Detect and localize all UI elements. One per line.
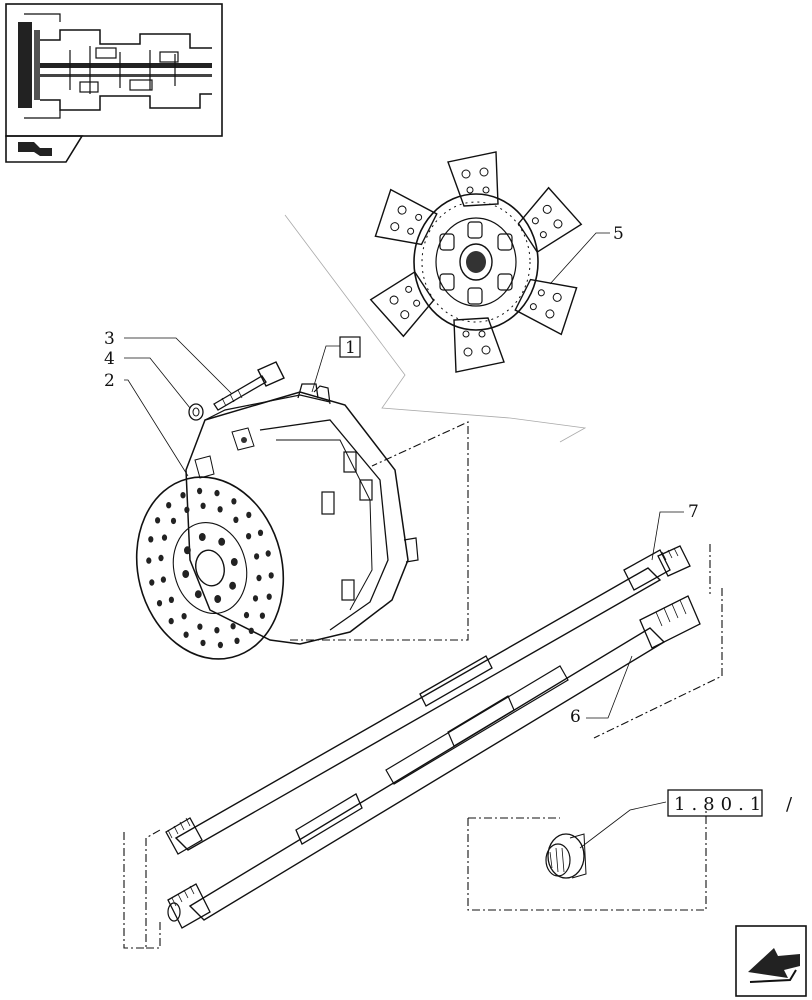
flywheel-hole — [184, 506, 190, 513]
flywheel-bolt-hole — [214, 595, 222, 603]
flywheel-hole — [268, 572, 274, 579]
flywheel-hole — [257, 529, 264, 536]
clutch-disc-part[interactable] — [367, 151, 586, 373]
callout-3: 3 — [104, 329, 115, 349]
bolt-part[interactable] — [213, 361, 285, 411]
flywheel-hole — [256, 574, 262, 582]
flywheel-bolt-hole — [182, 570, 190, 578]
flywheel-hole — [248, 627, 254, 634]
flywheel-hole — [254, 553, 260, 560]
flywheel-hole — [197, 487, 203, 495]
callout-4: 4 — [104, 349, 115, 369]
flywheel-hole — [160, 576, 166, 583]
callout-6: 6 — [570, 707, 581, 727]
flywheel-hole — [217, 506, 223, 513]
flywheel-hole — [230, 623, 236, 630]
assembly-dash-reference — [467, 808, 707, 911]
flywheel-hole — [246, 511, 252, 519]
flywheel-hole — [158, 554, 164, 562]
flywheel-hole — [166, 502, 172, 509]
assembly-dash-shafts — [123, 544, 723, 949]
flywheel-part[interactable] — [118, 461, 302, 674]
return-arrow-icon[interactable] — [18, 142, 52, 156]
transmission-section-thumbnail[interactable] — [5, 3, 223, 163]
flywheel-bolt-hole — [184, 546, 191, 555]
flywheel-hole — [149, 579, 155, 586]
flywheel-hole — [183, 631, 189, 638]
clutch-cover-part[interactable] — [185, 383, 419, 645]
flywheel-hole — [161, 534, 168, 541]
flywheel-hole — [168, 617, 174, 625]
callout-2: 2 — [104, 371, 115, 391]
callout-7: 7 — [688, 502, 699, 522]
leader-lines — [124, 232, 684, 849]
coupling-part[interactable] — [545, 833, 587, 879]
flywheel-hole — [170, 517, 177, 525]
callout-1-box: 1 — [339, 336, 361, 358]
flywheel-bolt-hole — [198, 533, 206, 541]
flywheel-hole — [259, 612, 265, 619]
flywheel-hole — [246, 533, 252, 540]
section-outline — [284, 214, 587, 443]
flywheel-hole — [234, 637, 240, 644]
flywheel-bolt-hole — [229, 581, 237, 590]
flywheel-hole — [233, 516, 239, 523]
flywheel-hole — [200, 639, 206, 647]
main-shaft-part[interactable] — [167, 595, 701, 929]
reference-code-box[interactable]: 1.80.1 / — [667, 789, 798, 817]
callout-5: 5 — [613, 224, 624, 244]
pto-shaft-part[interactable] — [165, 545, 691, 855]
flywheel-hole — [265, 550, 271, 557]
flywheel-hole — [266, 593, 272, 600]
flywheel-hole — [168, 596, 174, 603]
reference-suffix: / — [786, 794, 798, 815]
flywheel-hole — [180, 492, 186, 499]
flywheel-hole — [231, 498, 237, 505]
flywheel-hole — [214, 489, 220, 497]
flywheel-hole — [243, 611, 250, 619]
flywheel-hole — [181, 613, 187, 620]
washer-part[interactable] — [188, 403, 204, 421]
flywheel-hole — [148, 536, 154, 543]
callout-1: 1 — [345, 338, 356, 358]
next-page-arrow-icon[interactable] — [735, 925, 807, 997]
flywheel-hole — [252, 595, 259, 602]
flywheel-hole — [200, 502, 206, 509]
flywheel-hole — [146, 557, 152, 564]
flywheel-bolt-hole — [230, 558, 238, 566]
reference-code: 1.80.1 — [674, 794, 767, 815]
flywheel-hole — [214, 627, 220, 634]
flywheel-hole — [217, 641, 223, 649]
flywheel-hole — [156, 600, 163, 607]
assembly-dash-clutch — [290, 421, 469, 641]
flywheel-hole — [197, 623, 203, 630]
flywheel-bolt-hole — [194, 590, 202, 599]
flywheel-hole — [155, 517, 161, 524]
flywheel-bolt-hole — [218, 537, 226, 546]
